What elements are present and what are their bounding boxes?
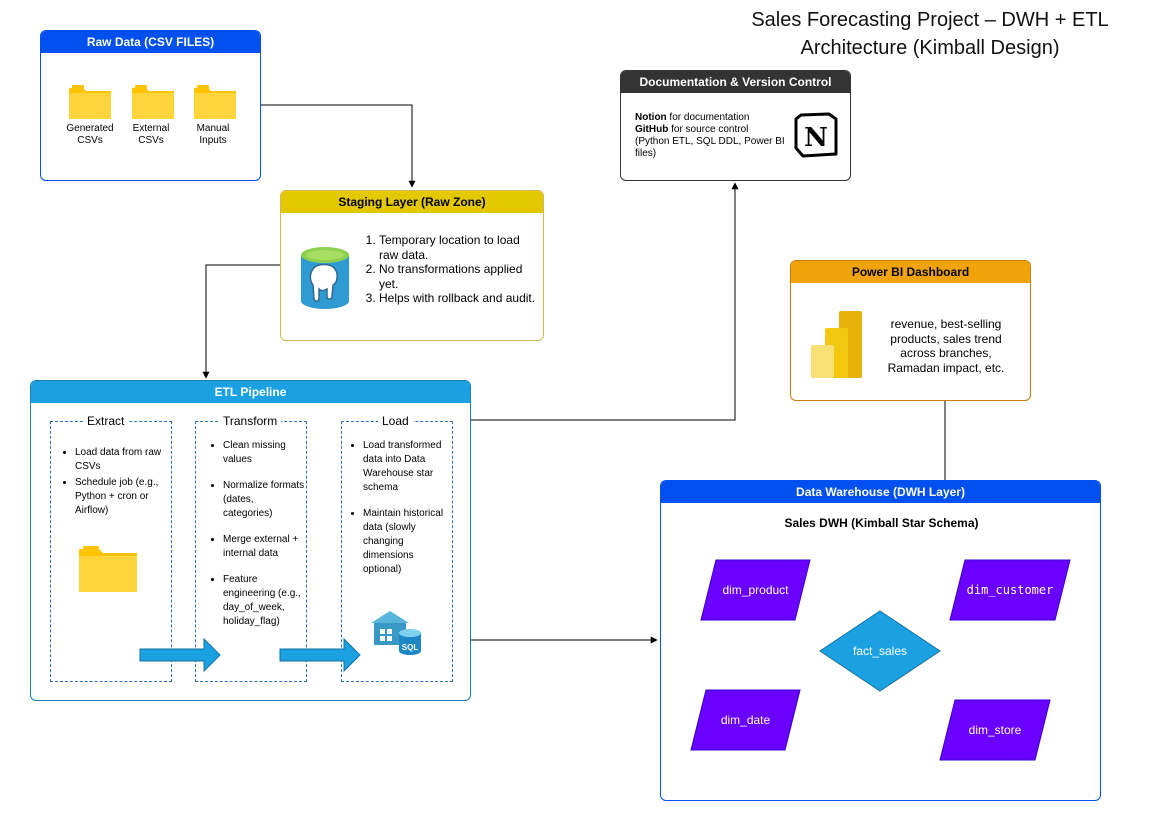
etl-header: ETL Pipeline (31, 381, 470, 403)
arrow-right-icon (139, 637, 221, 673)
notion-label: Notion (635, 112, 667, 123)
extract-title: Extract (83, 414, 129, 428)
diagram-title: Sales Forecasting Project – DWH + ETL Ar… (700, 6, 1160, 62)
staging-item: Temporary location to load raw data. (379, 233, 537, 262)
load-list: Load transformed data into Data Warehous… (349, 439, 451, 589)
arrow-right-icon (279, 637, 361, 673)
fact-sales-label: fact_sales (852, 644, 908, 658)
folder-icon (69, 85, 111, 119)
dim-date-label: dim_date (720, 713, 771, 727)
title-line-2: Architecture (Kimball Design) (800, 37, 1060, 59)
title-line-1: Sales Forecasting Project – DWH + ETL (751, 9, 1109, 31)
extract-list: Load data from raw CSVs Schedule job (e.… (61, 446, 169, 520)
folder-icon (194, 85, 236, 119)
dim-store-label: dim_store (968, 723, 1022, 737)
powerbi-text: revenue, best-selling products, sales tr… (887, 317, 1005, 375)
transform-item: Normalize formats (dates, categories) (223, 479, 305, 521)
postgresql-icon (301, 247, 349, 309)
staging-item: No transformations applied yet. (379, 262, 537, 291)
docs-panel: Documentation & Version Control Notion f… (620, 70, 851, 181)
notion-text: for documentation (666, 112, 750, 123)
transform-item: Merge external + internal data (223, 533, 305, 561)
docs-text: Notion for documentation GitHub for sour… (635, 112, 785, 160)
transform-item: Feature engineering (e.g., day_of_week, … (223, 573, 305, 629)
sql-warehouse-icon: SQL (371, 611, 421, 655)
transform-list: Clean missing values Normalize formats (… (209, 439, 305, 641)
staging-panel: Staging Layer (Raw Zone) Temporary locat… (280, 190, 544, 341)
extract-item: Load data from raw CSVs (75, 446, 169, 474)
dwh-header: Data Warehouse (DWH Layer) (661, 481, 1100, 503)
connector-raw-to-staging (260, 104, 416, 188)
github-text: for source control (668, 124, 749, 135)
dwh-subtitle: Sales DWH (Kimball Star Schema) (784, 516, 979, 530)
folder-icon (132, 85, 174, 119)
etl-panel: ETL Pipeline Extract Load data from raw … (30, 380, 471, 701)
powerbi-header: Power BI Dashboard (791, 261, 1030, 283)
staging-item: Helps with rollback and audit. (379, 291, 537, 306)
sql-label: SQL (402, 643, 419, 652)
docs-detail: (Python ETL, SQL DDL, Power BI files) (635, 136, 785, 159)
powerbi-icon (811, 311, 862, 378)
powerbi-panel: Power BI Dashboard revenue, best-selling… (790, 260, 1031, 401)
github-label: GitHub (635, 124, 669, 135)
transform-title: Transform (219, 414, 282, 428)
staging-header: Staging Layer (Raw Zone) (281, 191, 543, 213)
transform-item: Clean missing values (223, 439, 305, 467)
load-item: Load transformed data into Data Warehous… (363, 439, 451, 495)
dwh-panel: Data Warehouse (DWH Layer) Sales DWH (Ki… (660, 480, 1101, 801)
extract-item: Schedule job (e.g., Python + cron or Air… (75, 476, 169, 518)
staging-list: Temporary location to load raw data. No … (357, 233, 537, 306)
connector-staging-to-etl (202, 264, 281, 379)
raw-data-header: Raw Data (CSV FILES) (41, 31, 260, 53)
svg-text:N: N (804, 123, 828, 153)
dim-customer-label: dim_customer (966, 583, 1054, 597)
notion-icon: N (794, 112, 838, 158)
folder-icon (79, 546, 137, 592)
docs-header: Documentation & Version Control (621, 71, 850, 93)
load-title: Load (378, 414, 413, 428)
load-item: Maintain historical data (slowly changin… (363, 507, 451, 577)
dim-product-label: dim_product (722, 583, 789, 597)
connector-etl-to-docs (470, 182, 739, 421)
